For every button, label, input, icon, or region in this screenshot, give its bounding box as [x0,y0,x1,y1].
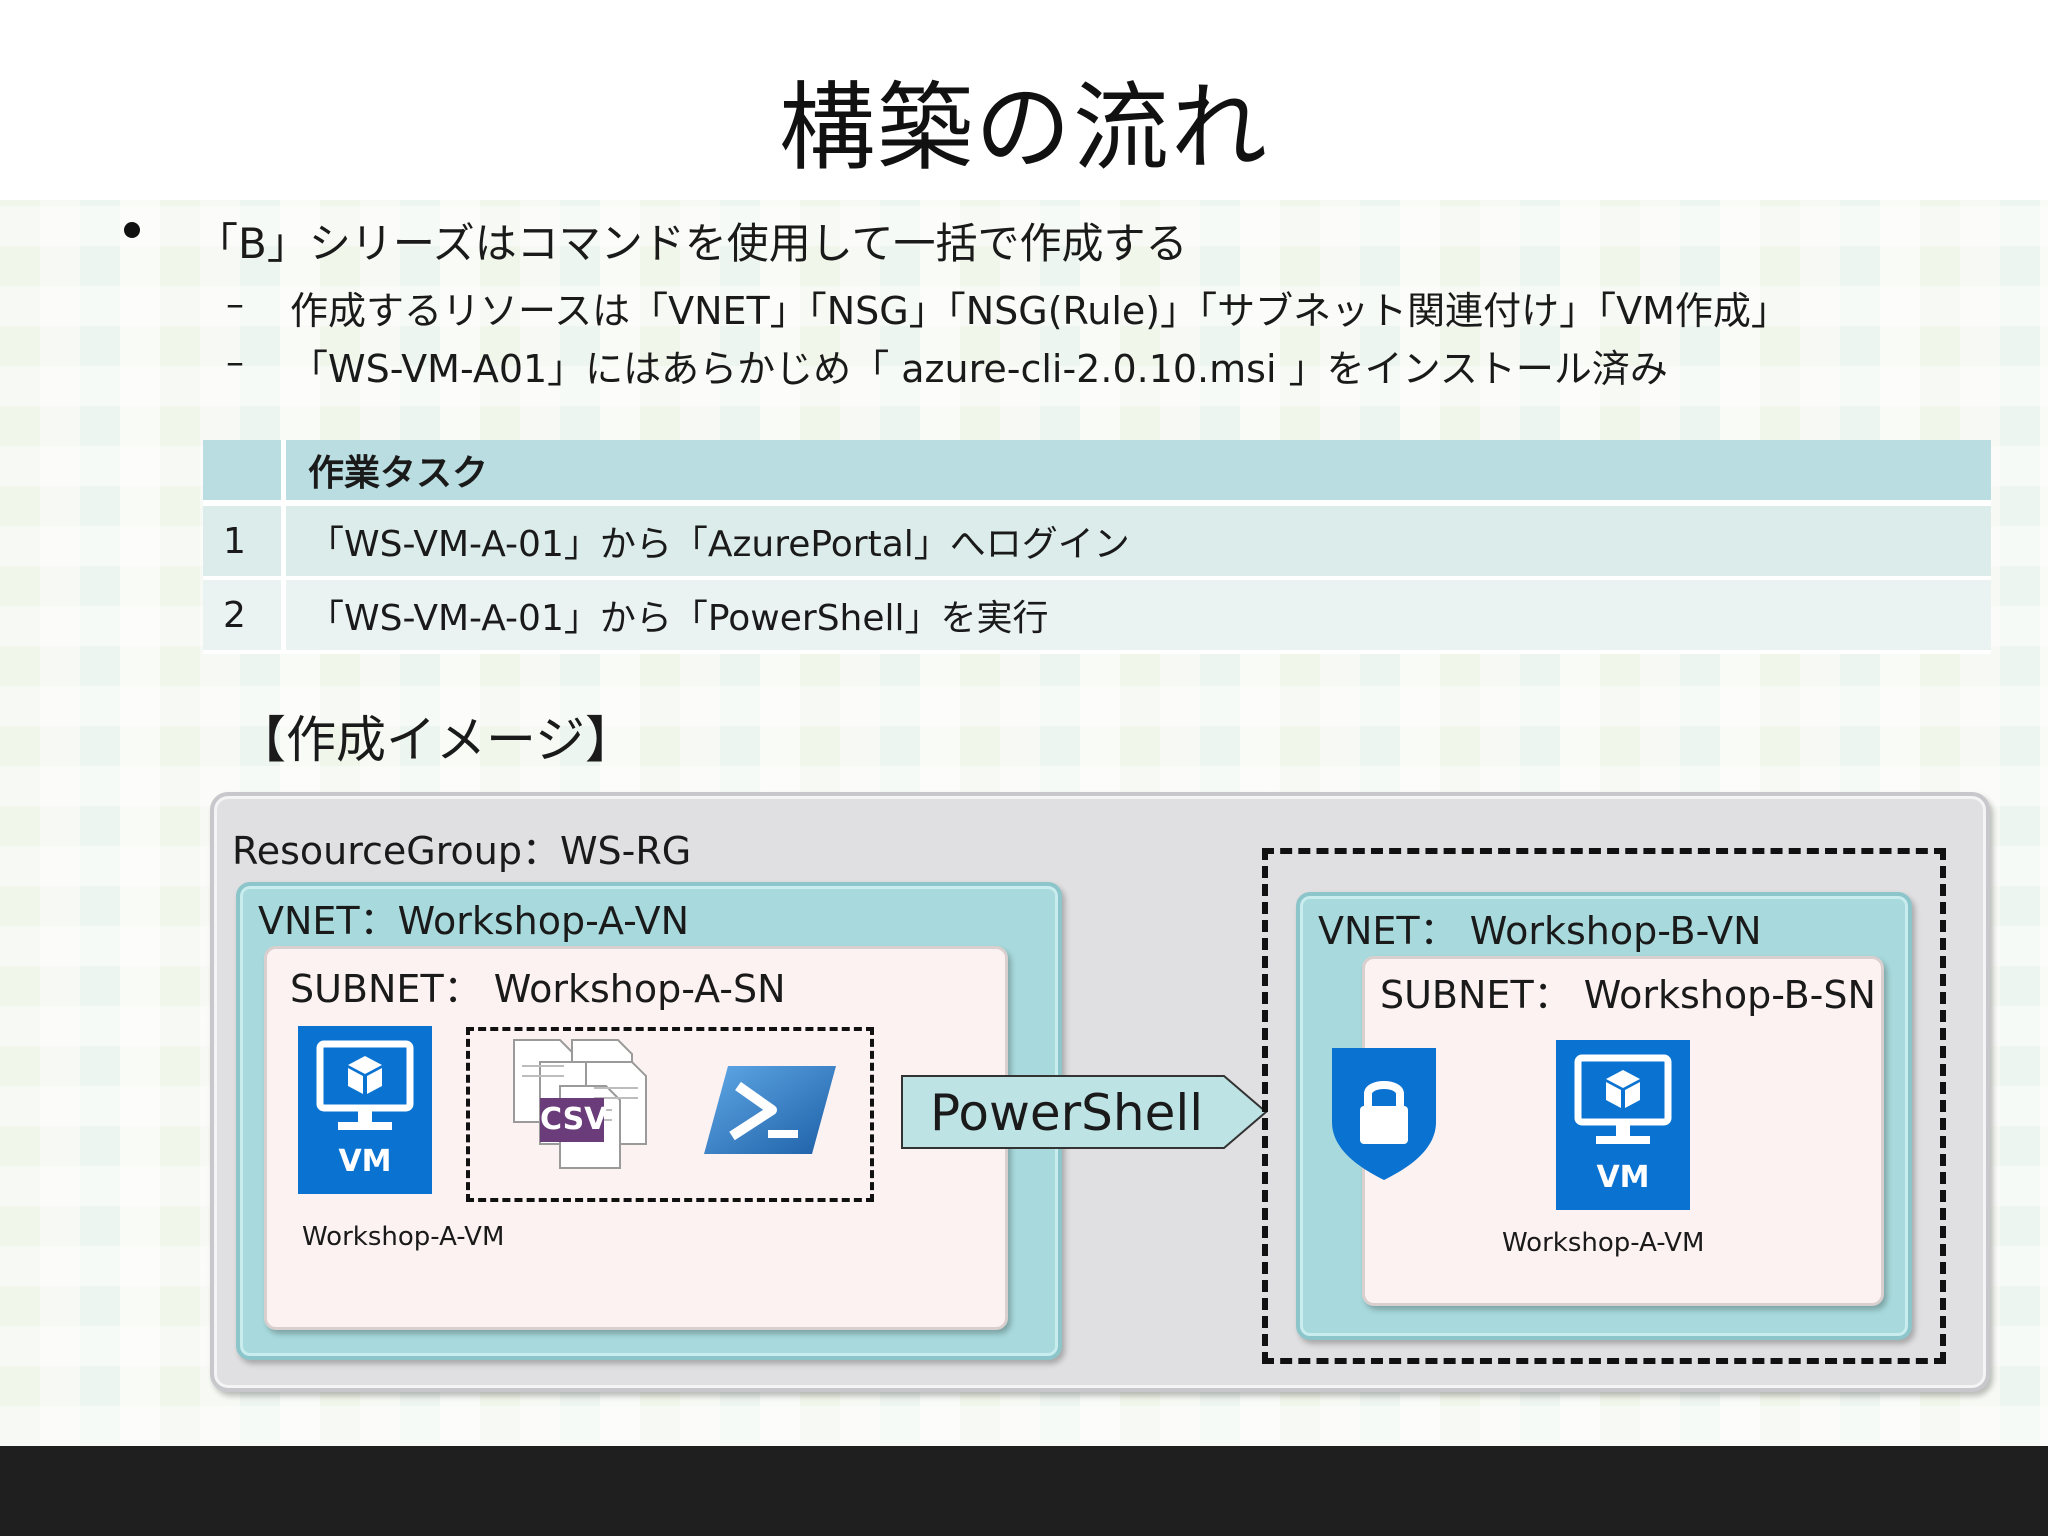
document-stack-icon [513,1039,647,1169]
vnet-b-label: VNET： Workshop-B-VN [1318,909,1762,953]
table-header-cell [203,440,286,506]
subnet-b-box [1362,956,1884,1306]
diagram-label: 【作成イメージ】 [236,711,635,769]
footer-bar [0,1446,2048,1536]
vm-b-icon: VM [1556,1040,1690,1210]
vm-a-icon: VM [298,1026,432,1194]
vm-a-tile-label: VM [338,1144,392,1179]
arrow-label: PowerShell [930,1084,1204,1142]
vm-a-caption: Workshop-A-VM [302,1222,505,1252]
table-cell-number: 1 [203,506,286,580]
task-table: 作業タスク 1 「WS-VM-A-01」から「AzurePortal」へログイン… [203,440,1991,654]
table-row: 1 「WS-VM-A-01」から「AzurePortal」へログイン [203,506,1991,580]
table-row: 2 「WS-VM-A-01」から「PowerShell」を実行 [203,580,1991,654]
table-cell-task: 「WS-VM-A-01」から「AzurePortal」へログイン [286,506,1991,580]
vm-b-tile-label: VM [1596,1160,1650,1195]
table-cell-task: 「WS-VM-A-01」から「PowerShell」を実行 [286,580,1991,654]
sub-bullet-text: 「WS-VM-A01」にはあらかじめ「 azure-cli-2.0.10.msi… [290,347,1668,391]
bullet-text: 「B」シリーズはコマンドを使用して一括で作成する [196,219,1188,268]
sub-bullet-dash: – [226,284,244,325]
sub-bullet-dash: – [226,342,244,383]
monitor-icon [316,1040,414,1130]
powershell-arrow [901,1075,1268,1149]
resource-group-label: ResourceGroup：WS-RG [232,829,692,873]
powershell-icon [702,1062,838,1158]
table-cell-number: 2 [203,580,286,654]
table-header-cell: 作業タスク [286,440,1991,506]
table-header-row: 作業タスク [203,440,1991,506]
powershell-logo-icon [704,1066,836,1154]
bullet-dot [124,222,140,238]
tools-group-box [466,1027,874,1202]
slide-title: 構築の流れ [779,72,1269,184]
subnet-b-label: SUBNET： Workshop-B-SN [1380,973,1876,1017]
vnet-a-label: VNET：Workshop-A-VN [258,899,690,943]
subnet-a-label: SUBNET： Workshop-A-SN [290,967,786,1011]
vm-b-caption: Workshop-A-VM [1502,1228,1705,1258]
csv-files-icon: CSV [504,1036,660,1172]
csv-label: CSV [540,1102,608,1137]
nsg-shield-icon [1332,1048,1436,1180]
sub-bullet-text: 作成するリソースは「VNET」「NSG」「NSG(Rule)」「サブネット関連付… [290,289,1789,333]
monitor-icon [1574,1054,1672,1144]
created-resources-box [1262,848,1946,1364]
